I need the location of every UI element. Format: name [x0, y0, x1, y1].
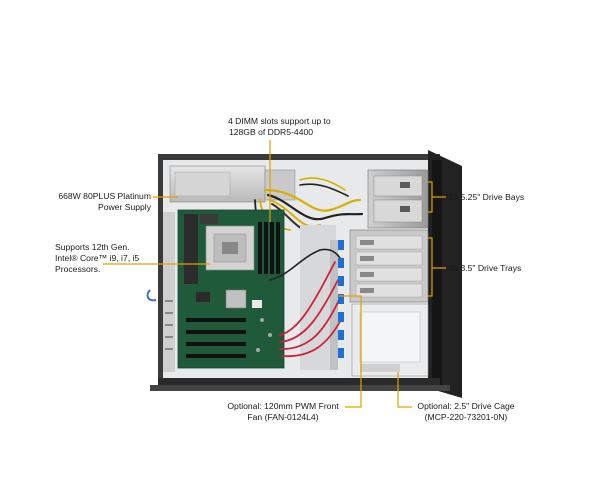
dimm-callout-line2: 128GB of DDR5-4400 [228, 127, 314, 137]
callout-line-bays [428, 181, 446, 213]
cpu-callout-line2: Intel® Core™ i9, i7, i5 [55, 253, 140, 263]
fan-callout: Optional: 120mm PWM Front Fan (FAN-0124L… [222, 401, 344, 423]
callout-lines [103, 140, 446, 408]
backplane-connectors [338, 240, 344, 358]
drive-bays-5-25 [367, 169, 429, 229]
cage-2-5-callout-line1: Optional: 2.5" Drive Cage [417, 401, 515, 411]
callout-line-trays [428, 237, 446, 297]
trays-3-5-callout: 4x 3.5" Drive Trays [449, 263, 521, 274]
cpu-callout-line1: Supports 12th Gen. [55, 242, 130, 252]
cage-2-5-callout-line2: (MCP-220-73201-0N) [424, 412, 508, 422]
trays-3-5-callout-line1: 4x 3.5" Drive Trays [449, 263, 522, 273]
dimm-callout: 4 DIMM slots support up to 128GB of DDR5… [228, 116, 331, 138]
psu-callout: 668W 80PLUS Platinum Power Supply [48, 191, 151, 213]
cpu-callout: Supports 12th Gen. Intel® Core™ i9, i7, … [55, 242, 139, 275]
power-supply [169, 165, 296, 203]
sata-cables [269, 248, 343, 357]
front-fan-bracket [300, 225, 338, 370]
dimm-callout-line1: 4 DIMM slots support up to [228, 116, 331, 126]
motherboard [177, 209, 285, 369]
cpu-callout-line3: Processors. [55, 264, 101, 274]
bays-5-25-callout: 2x 5.25" Drive Bays [449, 192, 524, 203]
fan-callout-line2: Fan (FAN-0124L4) [247, 412, 319, 422]
fan-callout-line1: Optional: 120mm PWM Front [227, 401, 339, 411]
drive-cage-2-5 [351, 303, 429, 377]
drive-cage-3-5 [349, 229, 429, 303]
psu-callout-line1: 668W 80PLUS Platinum [58, 191, 151, 201]
rear-io [146, 212, 175, 372]
bays-5-25-callout-line1: 2x 5.25" Drive Bays [449, 192, 525, 202]
callout-line-cage [397, 372, 412, 408]
psu-callout-line2: Power Supply [97, 202, 151, 212]
cage-2-5-callout: Optional: 2.5" Drive Cage (MCP-220-73201… [414, 401, 518, 423]
callout-line-fan [338, 295, 362, 408]
